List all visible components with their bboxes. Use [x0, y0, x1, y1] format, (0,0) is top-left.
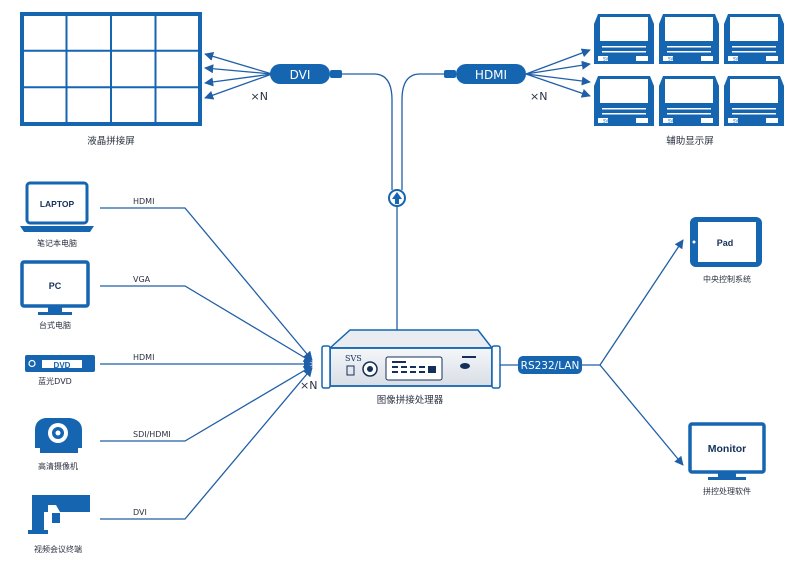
monitor-device-text: Monitor: [708, 443, 747, 455]
pc-device-text: PC: [49, 281, 62, 291]
aux-display-label: 辅助显示屏: [666, 135, 714, 147]
processor-brand: SVS: [345, 354, 362, 363]
aux-display-grid: SVS SVS SVS SVS SVS SVS: [594, 14, 784, 126]
control-label-software: 拼控处理软件: [703, 486, 751, 496]
source-wires: [100, 207, 313, 520]
control-label-central: 中央控制系统: [703, 274, 751, 284]
tablet-device-text: Pad: [717, 238, 734, 248]
aux-display-unit: SVS: [724, 76, 784, 126]
dvi-cable-tag: DVI: [270, 64, 342, 84]
aux-display-badge: SVS: [733, 119, 741, 124]
source-label-camera: 高清摄像机: [38, 461, 78, 471]
aux-display-badge: SVS: [668, 57, 676, 62]
source-label-conference: 视频会议终端: [34, 544, 82, 554]
link-tag: RS232/LAN: [521, 360, 580, 372]
control-link: RS232/LAN: [500, 239, 684, 466]
source-label-dvd: 蓝光DVD: [38, 376, 72, 386]
cable-label-camera: SDI/HDMI: [133, 430, 171, 439]
security-camera-icon: [28, 495, 90, 534]
aux-display-unit: SVS: [659, 14, 719, 64]
dvd-player-icon: DVD: [25, 355, 95, 372]
cable-label-laptop: HDMI: [133, 197, 154, 206]
multiplier-right: ×N: [530, 90, 547, 103]
laptop-device-text: LAPTOP: [40, 199, 75, 209]
aux-display-unit: SVS: [594, 14, 654, 64]
up-arrow-icon: [392, 192, 402, 204]
aux-display-badge: SVS: [733, 57, 741, 62]
aux-display-badge: SVS: [603, 57, 611, 62]
processor-label: 图像拼接处理器: [377, 394, 444, 406]
monitor-icon: Monitor: [688, 422, 766, 480]
dvd-device-text: DVD: [54, 361, 71, 370]
aux-display-badge: SVS: [668, 119, 676, 124]
ptz-camera-icon: [35, 418, 82, 453]
aux-display-badge: SVS: [603, 119, 611, 124]
desktop-monitor-icon: PC: [20, 260, 90, 315]
aux-display-unit: SVS: [594, 76, 654, 126]
aux-display-unit: SVS: [659, 76, 719, 126]
multiplier-left: ×N: [251, 90, 268, 103]
cable-label-pc: VGA: [133, 275, 151, 284]
video-wall: [20, 12, 202, 126]
processor-input-multiplier: ×N: [300, 379, 317, 392]
aux-display-unit: SVS: [724, 14, 784, 64]
upstream-node: [388, 189, 406, 330]
dvi-tag: DVI: [290, 68, 311, 82]
laptop-icon: LAPTOP: [20, 181, 94, 232]
image-processor-device: SVS: [321, 329, 501, 389]
cable-label-conference: DVI: [133, 508, 147, 517]
video-wall-label: 液晶拼接屏: [87, 135, 135, 147]
cable-label-dvd: HDMI: [133, 353, 154, 362]
hdmi-cable-tag: HDMI: [444, 64, 526, 84]
source-label-pc: 台式电脑: [39, 320, 71, 330]
hdmi-tag: HDMI: [475, 68, 507, 82]
source-label-laptop: 笔记本电脑: [37, 238, 77, 248]
tablet-icon: Pad: [690, 217, 762, 267]
